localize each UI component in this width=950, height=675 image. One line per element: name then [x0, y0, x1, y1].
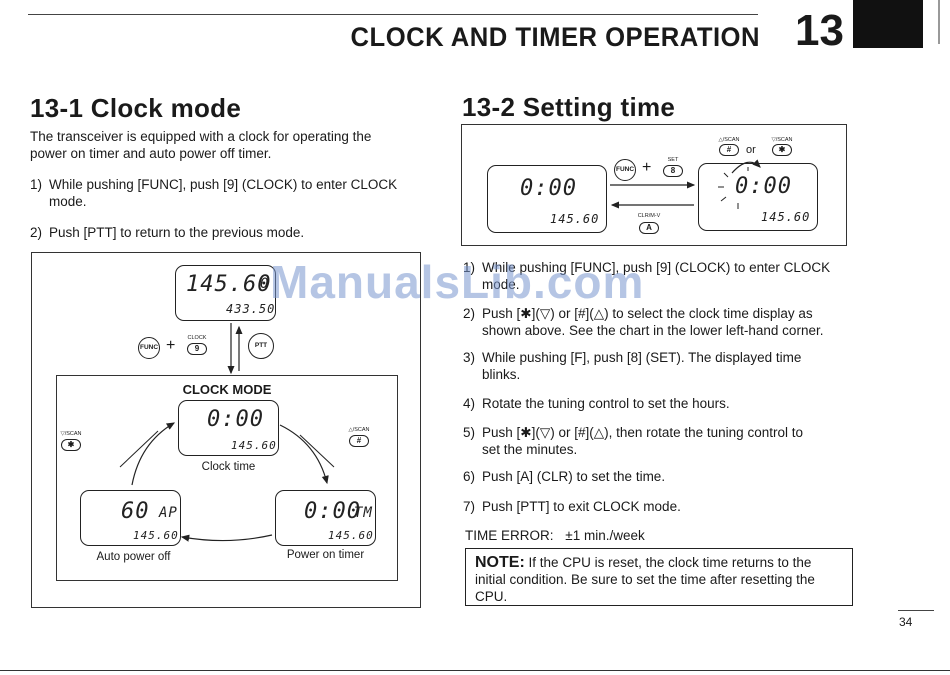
clock-key-label: CLOCK: [187, 335, 207, 341]
chapter-tab: [853, 0, 923, 48]
clock-time-caption: Clock time: [201, 461, 256, 473]
step-number: 5): [463, 425, 476, 440]
up-scan-label: △/SCAN: [348, 427, 370, 433]
plus-icon: +: [166, 337, 176, 354]
main-frequency: 145.60: [186, 272, 272, 297]
step-line: While pushing [FUNC], push [9] (CLOCK) t…: [49, 177, 398, 192]
note-line: initial condition. Be sure to set the ti…: [475, 572, 815, 587]
note-line: CPU.: [475, 589, 508, 604]
clr-a-key-icon: A: [639, 222, 659, 234]
step-number: 3): [463, 350, 476, 365]
auto-power-off-caption: Auto power off: [96, 551, 171, 563]
blinking-time: 0:00: [735, 174, 792, 199]
up-scan-label: △/SCAN: [718, 137, 740, 143]
clock-step-2: 2) Push [PTT] to return to the previous …: [30, 224, 430, 242]
time-error-line: TIME ERROR: ±1 min./week: [465, 527, 645, 544]
ptt-key-icon: PTT: [248, 333, 274, 359]
down-scan-key-icon: ✱: [61, 439, 81, 451]
after-set-lcd: 0:00 145.60: [698, 163, 818, 231]
memory-channel: 0: [260, 276, 270, 292]
clock-mode-intro: The transceiver is equipped with a clock…: [30, 128, 430, 162]
apo-indicator: AP: [159, 505, 178, 521]
step-number: 4): [463, 396, 476, 411]
down-scan-label: ▽/SCAN: [771, 137, 793, 143]
time-error-value: ±1 min./week: [565, 528, 645, 543]
intro-line: power on timer and auto power off timer.: [30, 146, 272, 161]
step-line: Push [PTT] to return to the previous mod…: [49, 225, 305, 240]
power-on-timer-lcd: 0:00 TM 145.60: [275, 490, 376, 546]
auto-power-off-lcd: 60 AP 145.60: [80, 490, 181, 546]
clock-mode-box: CLOCK MODE 0:00 145.60 Clock time ▽/SCAN…: [56, 375, 398, 581]
page-number: 34: [899, 615, 913, 629]
setting-time-diagram: △/SCAN # or ▽/SCAN ✱ FUNC + SET 8 CLR/M-…: [461, 124, 847, 246]
step-line: shown above. See the chart in the lower …: [482, 323, 824, 338]
step-number: 2): [30, 225, 43, 240]
clock-time-value: 0:00: [207, 407, 264, 432]
setting-flow-arrows: [610, 159, 761, 209]
plus-icon: +: [642, 159, 652, 176]
mode-cycle-arrows: [119, 323, 335, 542]
down-scan-label: ▽/SCAN: [60, 431, 82, 437]
note-line: If the CPU is reset, the clock time retu…: [528, 555, 812, 570]
step-line: Push [✱](▽) or [#](△) to select the cloc…: [482, 306, 813, 321]
before-frequency: 145.60: [550, 212, 600, 226]
clock-step-1: 1) While pushing [FUNC], push [9] (CLOCK…: [30, 176, 430, 210]
note-text: NOTE: If the CPU is reset, the clock tim…: [475, 554, 851, 605]
step-line: Push [PTT] to exit CLOCK mode.: [482, 499, 681, 514]
up-scan-key-icon: #: [349, 435, 369, 447]
step-number: 1): [463, 260, 476, 275]
power-on-timer-caption: Power on timer: [286, 549, 365, 561]
apo-value: 60: [121, 499, 150, 524]
func-key-icon: FUNC: [138, 337, 160, 359]
clock-time-lcd: 0:00 145.60: [178, 400, 279, 456]
page-edge-mark: [938, 0, 940, 44]
apo-frequency: 145.60: [133, 529, 179, 542]
step-number: 6): [463, 469, 476, 484]
step-line: Push [A] (CLR) to set the time.: [482, 469, 666, 484]
step-number: 7): [463, 499, 476, 514]
after-frequency: 145.60: [761, 210, 811, 224]
step-line: mode.: [49, 194, 87, 209]
header-rule: [28, 14, 758, 15]
pot-indicator: TM: [354, 505, 373, 521]
before-time: 0:00: [520, 176, 577, 201]
sub-frequency: 433.50: [226, 302, 276, 316]
clr-key-label: CLR/M-V: [637, 213, 661, 219]
clock-frequency: 145.60: [231, 439, 277, 452]
step-line: Rotate the tuning control to set the hou…: [482, 396, 730, 411]
step-line: While pushing [FUNC], push [9] (CLOCK) t…: [482, 260, 831, 275]
step-number: 1): [30, 177, 43, 192]
page-number-rule: [898, 610, 934, 611]
or-text: or: [746, 144, 756, 156]
step-line: set the minutes.: [482, 442, 578, 457]
intro-line: The transceiver is equipped with a clock…: [30, 129, 372, 144]
time-error-label: TIME ERROR:: [465, 528, 554, 543]
pot-frequency: 145.60: [328, 529, 374, 542]
section-heading-clock-mode: 13-1 Clock mode: [30, 93, 242, 123]
up-scan-key-icon: #: [719, 144, 739, 156]
set-8-key-icon: 8: [663, 165, 683, 177]
chapter-number: 13: [795, 6, 844, 55]
pot-value: 0:00: [304, 499, 361, 524]
down-scan-key-icon: ✱: [772, 144, 792, 156]
step-number: 2): [463, 306, 476, 321]
step-line: mode.: [482, 277, 520, 292]
step-line: Push [✱](▽) or [#](△), then rotate the t…: [482, 425, 803, 440]
watermark: ManualsLib.com: [270, 256, 645, 308]
step-line: While pushing [F], push [8] (SET). The d…: [482, 350, 802, 365]
set-key-label: SET: [667, 157, 679, 163]
clock-mode-title: CLOCK MODE: [182, 382, 272, 397]
note-box: NOTE: If the CPU is reset, the clock tim…: [465, 548, 853, 606]
note-label: NOTE:: [475, 554, 525, 571]
main-display-lcd: 145.60 0 433.50: [175, 265, 276, 321]
page-title: CLOCK AND TIMER OPERATION: [350, 22, 760, 52]
step-line: blinks.: [482, 367, 521, 382]
func-key-icon: FUNC: [614, 159, 636, 181]
before-set-lcd: 0:00 145.60: [487, 165, 607, 233]
section-heading-setting-time: 13-2 Setting time: [462, 92, 676, 122]
clock-9-key-icon: 9: [187, 343, 207, 355]
clock-mode-diagram: 145.60 0 433.50 FUNC + CLOCK 9 PTT CLOCK…: [31, 252, 421, 608]
bottom-rule: [0, 670, 950, 671]
